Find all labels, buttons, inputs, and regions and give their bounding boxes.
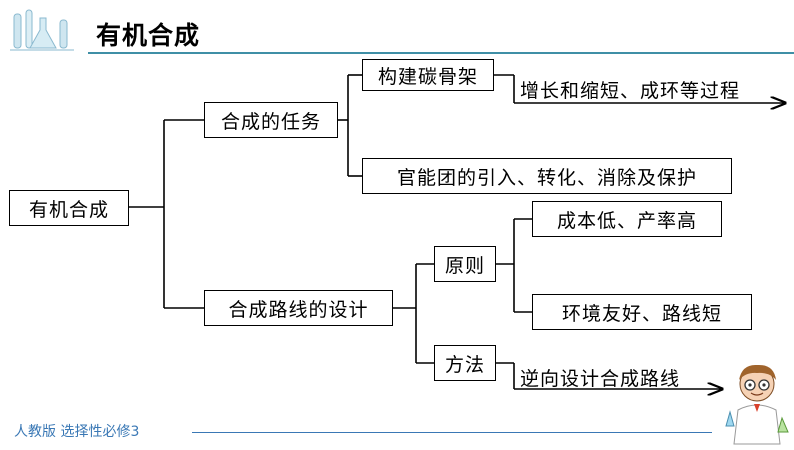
lab-glassware-icon [6,8,78,60]
title-underline [88,52,794,54]
carbon-skeleton-node: 构建碳骨架 [362,59,494,91]
functional-group-node: 官能团的引入、转化、消除及保护 [362,158,732,194]
page-title: 有机合成 [96,21,201,50]
carbon-skeleton-detail: 增长和缩短、成环等过程 [520,80,741,102]
method-detail: 逆向设计合成路线 [520,368,681,390]
root-node: 有机合成 [9,190,129,226]
footer-divider [192,432,712,433]
task-node: 合成的任务 [204,102,338,138]
scientist-mascot-icon [724,360,790,450]
principle-node: 原则 [434,246,496,282]
principle-item-1: 成本低、产率高 [532,201,722,237]
route-design-node: 合成路线的设计 [204,290,393,326]
principle-item-2: 环境友好、路线短 [532,294,752,330]
footer-edition: 人教版 选择性必修3 [14,424,140,440]
method-node: 方法 [434,345,496,381]
